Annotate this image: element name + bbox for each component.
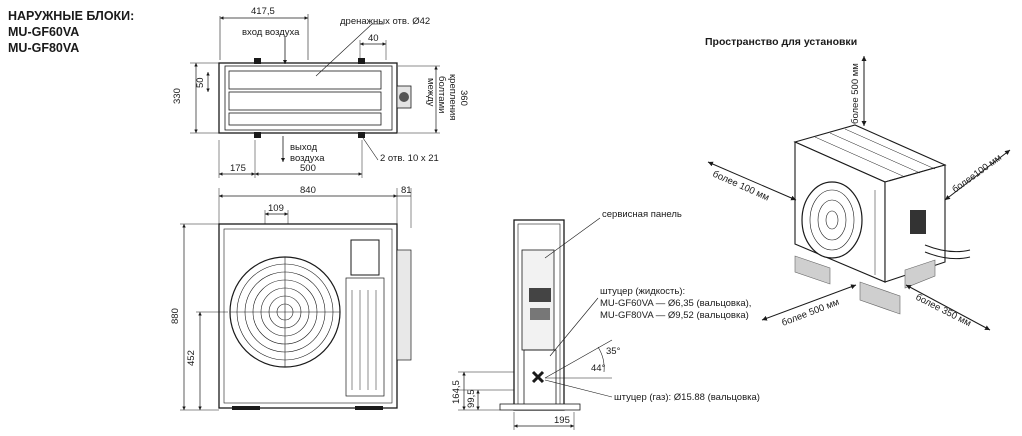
front-view xyxy=(180,188,412,411)
dim-inner: 50 xyxy=(195,77,206,88)
bolts-line-2: болтами xyxy=(436,76,447,113)
label-liquid-1: штуцер (жидкость): xyxy=(600,286,685,297)
install-arrows xyxy=(707,56,1011,331)
angle-44: 44° xyxy=(591,363,606,374)
dim-drain-offset: 40 xyxy=(368,33,379,44)
install-back: более 350 мм xyxy=(914,292,973,329)
title-line: НАРУЖНЫЕ БЛОКИ: xyxy=(8,9,135,23)
page-title: НАРУЖНЫЕ БЛОКИ: MU-GF60VA MU-GF80VA xyxy=(8,8,134,56)
install-top: более 500 мм xyxy=(850,63,861,124)
dim-front-side: 81 xyxy=(401,185,412,196)
dim-depth: 330 xyxy=(172,88,183,104)
dim-195: 195 xyxy=(554,415,570,426)
install-unit xyxy=(793,124,971,283)
dim-width-top: 417,5 xyxy=(251,6,275,17)
install-blocks xyxy=(794,255,936,315)
dim-front-center: 452 xyxy=(186,350,197,366)
label-holes: 2 отв. 10 x 21 xyxy=(380,153,439,164)
label-bolts: между болтами крепления 360 xyxy=(425,74,469,120)
install-space-title: Пространство для установки xyxy=(705,36,857,48)
dim-center: 500 xyxy=(300,163,316,174)
bolts-line-4: 360 xyxy=(458,90,469,106)
label-air-out-2: воздуха xyxy=(290,153,325,164)
dim-164: 164,5 xyxy=(451,380,462,404)
top-view xyxy=(190,14,440,178)
install-left: более 100 мм xyxy=(711,169,771,204)
label-drain: дренажных отв. Ø42 xyxy=(340,16,430,27)
label-gas: штуцер (газ): Ø15.88 (вальцовка) xyxy=(614,392,760,403)
label-service-panel: сервисная панель xyxy=(602,209,682,220)
bolts-line-1: между xyxy=(425,78,436,107)
title-model-2: MU-GF80VA xyxy=(8,41,80,55)
install-right: более100 мм xyxy=(950,152,1004,195)
label-liquid-2: MU-GF60VA — Ø6,35 (вальцовка), xyxy=(600,298,751,309)
title-model-1: MU-GF60VA xyxy=(8,25,80,39)
angle-35: 35° xyxy=(606,346,621,357)
dim-front-offset: 109 xyxy=(268,203,284,214)
label-liquid-3: MU-GF80VA — Ø9,52 (вальцовка) xyxy=(600,310,749,321)
label-air-out-1: выход xyxy=(290,142,318,153)
dim-front-width: 840 xyxy=(300,185,316,196)
side-view xyxy=(458,217,613,430)
dim-99: 99,5 xyxy=(466,390,477,409)
dim-left: 175 xyxy=(230,163,246,174)
bolts-line-3: крепления xyxy=(447,74,458,120)
label-air-in: вход воздуха xyxy=(242,27,300,38)
dim-front-height: 880 xyxy=(170,308,181,324)
